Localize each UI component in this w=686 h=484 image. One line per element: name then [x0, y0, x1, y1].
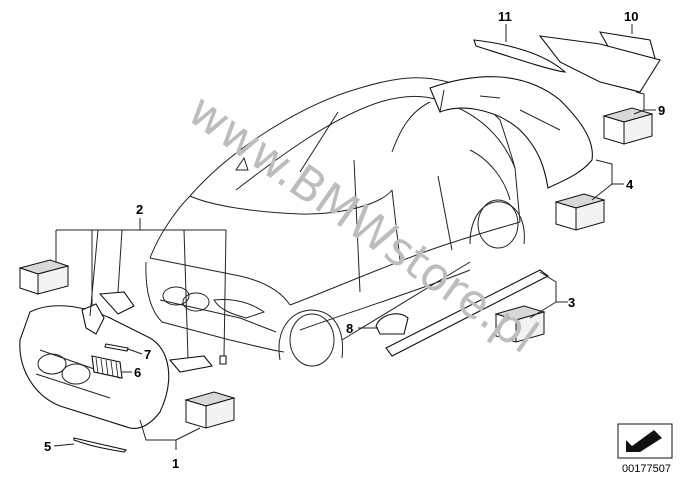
leader-lines	[53, 24, 656, 450]
callout-8: 8	[346, 321, 353, 336]
callout-2: 2	[136, 202, 143, 217]
bracket-center-part	[98, 291, 135, 315]
mirror-cap-part	[375, 313, 409, 335]
callout-3: 3	[568, 295, 575, 310]
front-lip-part	[73, 437, 128, 453]
package-box-9	[602, 107, 654, 145]
package-box-4	[554, 193, 606, 231]
callout-7: 7	[144, 347, 151, 362]
car-outline	[145, 77, 525, 367]
trim-strip-part	[104, 343, 129, 352]
callout-4: 4	[626, 177, 634, 192]
clip-part	[219, 355, 227, 365]
reference-number: 00177507	[622, 463, 671, 475]
direction-arrow-icon	[617, 423, 673, 459]
bracket-left-part	[81, 303, 105, 335]
rear-bumper-part	[429, 76, 593, 189]
callout-1: 1	[172, 456, 179, 471]
package-box-1	[184, 391, 236, 429]
callout-11: 11	[498, 9, 512, 24]
rear-diffuser-part	[538, 35, 661, 93]
rear-spoiler-part	[473, 39, 567, 73]
callout-5: 5	[44, 439, 51, 454]
package-box-2	[18, 259, 70, 295]
package-box-3	[494, 305, 546, 343]
bracket-right-part	[168, 355, 214, 373]
callout-9: 9	[658, 103, 665, 118]
callout-6: 6	[134, 365, 141, 380]
watermark: www.BMWstore.pl	[179, 83, 548, 364]
callout-10: 10	[624, 9, 638, 24]
side-skirt-part	[385, 269, 550, 357]
